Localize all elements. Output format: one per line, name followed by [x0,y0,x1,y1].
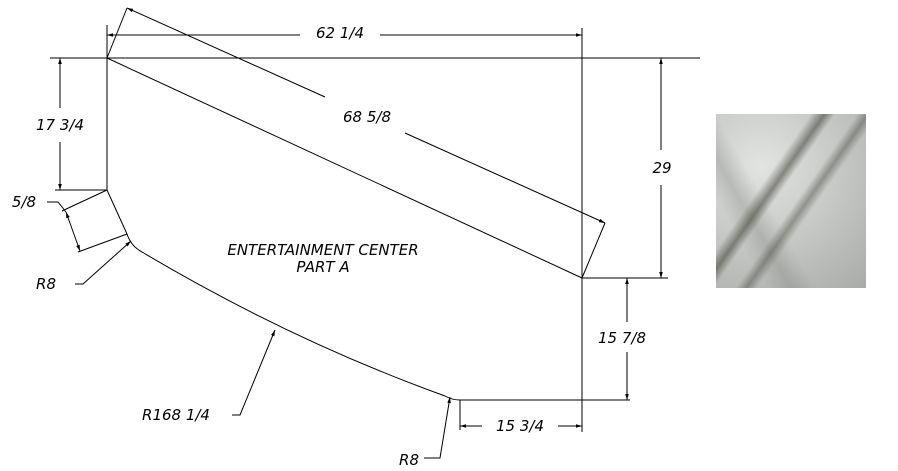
leader-r8-bottom [424,396,451,459]
dim-chamfer-label: 5/8 [12,193,36,211]
radius-bottom-label: R8 [399,451,419,469]
leader-r168 [232,329,276,416]
dim-diagonal-label: 68 5/8 [343,108,391,126]
dim-diagonal [106,7,606,279]
dim-bottom-width-label: 15 3/4 [496,417,544,435]
drawing-title-line1: ENTERTAINMENT CENTER [227,241,418,259]
dim-left-height-label: 17 3/4 [36,116,84,134]
part-outline [50,25,700,432]
dim-right-height-label: 29 [652,159,671,177]
drawing-title-line2: PART A [296,258,349,276]
dim-top-width-label: 62 1/4 [316,24,364,42]
leader-r8-top [75,240,132,285]
dim-chamfer [47,189,128,253]
radius-arc-label: R168 1/4 [142,406,210,424]
radius-top-label: R8 [36,275,56,293]
marble-swatch [716,114,866,288]
dim-right-lower-height-label: 15 7/8 [598,329,646,347]
